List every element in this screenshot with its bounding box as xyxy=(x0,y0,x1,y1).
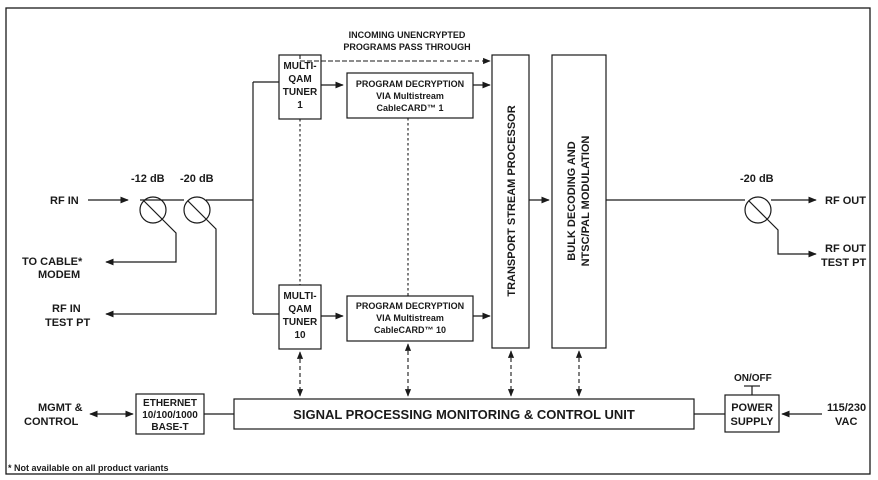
rf-out-test-label: RF OUT TEST PT xyxy=(821,243,867,269)
coupler-2-icon xyxy=(183,196,211,224)
coupler-out-icon xyxy=(744,196,772,224)
tuner-1-label: MULTI- QAM TUNER 1 xyxy=(283,61,318,111)
tsp-label: TRANSPORT STREAM PROCESSOR xyxy=(506,105,518,296)
svg-text:BASE-T: BASE-T xyxy=(151,422,188,433)
cable-modem-label: TO CABLE* MODEM xyxy=(22,256,83,281)
atten-2-label: -20 dB xyxy=(180,173,214,185)
rf-out-label: RF OUT xyxy=(825,195,866,207)
decrypt-1-label: PROGRAM DECRYPTION VIA Multistream Cable… xyxy=(356,79,464,113)
tsp-box xyxy=(491,54,530,349)
svg-text:MULTI-: MULTI- xyxy=(283,291,316,302)
onoff-switch-icon xyxy=(744,385,760,395)
svg-text:RF IN: RF IN xyxy=(52,303,81,315)
decrypt-10-label: PROGRAM DECRYPTION VIA Multistream Cable… xyxy=(356,301,464,335)
svg-text:TO CABLE*: TO CABLE* xyxy=(22,256,83,268)
svg-text:RF OUT: RF OUT xyxy=(825,243,866,255)
svg-text:TEST PT: TEST PT xyxy=(821,257,867,269)
svg-text:QAM: QAM xyxy=(288,304,311,315)
vac-label: 115/230 VAC xyxy=(827,402,866,428)
svg-text:VIA Multistream: VIA Multistream xyxy=(376,313,444,323)
svg-text:MULTI-: MULTI- xyxy=(283,61,316,72)
rf-in-label: RF IN xyxy=(50,195,79,207)
svg-text:10/100/1000: 10/100/1000 xyxy=(142,410,198,421)
rf-out-test-tap xyxy=(766,218,817,258)
atten-1-label: -12 dB xyxy=(131,173,165,185)
cable-modem-tap xyxy=(105,218,177,266)
svg-text:TUNER: TUNER xyxy=(283,317,318,328)
onoff-label: ON/OFF xyxy=(734,373,772,384)
bulk-box xyxy=(551,54,607,349)
svg-text:QAM: QAM xyxy=(288,74,311,85)
bulk-label: BULK DECODING AND NTSC/PAL MODULATION xyxy=(566,136,592,267)
svg-text:POWER: POWER xyxy=(731,402,773,414)
svg-text:CableCARD™ 10: CableCARD™ 10 xyxy=(374,325,446,335)
svg-text:INCOMING UNENCRYPTED: INCOMING UNENCRYPTED xyxy=(349,30,466,40)
power-label: POWER SUPPLY xyxy=(730,402,774,428)
tuner-10-label: MULTI- QAM TUNER 10 xyxy=(283,291,318,341)
svg-text:MGMT &: MGMT & xyxy=(38,402,83,414)
svg-text:RF IN: RF IN xyxy=(50,195,79,207)
rf-in-test-tap xyxy=(105,218,217,318)
footnote: * Not available on all product variants xyxy=(8,463,169,473)
spmcu-box xyxy=(233,398,695,430)
decrypt-10-box xyxy=(346,295,474,342)
passthrough-line-a xyxy=(299,55,437,62)
svg-text:NTSC/PAL MODULATION: NTSC/PAL MODULATION xyxy=(580,136,592,267)
spmcu-label: SIGNAL PROCESSING MONITORING & CONTROL U… xyxy=(293,407,635,422)
svg-text:MODEM: MODEM xyxy=(38,269,80,281)
svg-text:115/230: 115/230 xyxy=(827,402,866,414)
tuner-1-box xyxy=(278,54,322,120)
svg-text:VIA Multistream: VIA Multistream xyxy=(376,91,444,101)
svg-text:CONTROL: CONTROL xyxy=(24,416,79,428)
svg-text:10: 10 xyxy=(294,330,306,341)
mgmt-label: MGMT & CONTROL xyxy=(24,402,83,428)
svg-text:TUNER: TUNER xyxy=(283,87,318,98)
power-box xyxy=(724,394,780,433)
svg-text:VAC: VAC xyxy=(835,416,857,428)
ethernet-label: ETHERNET 10/100/1000 BASE-T xyxy=(142,398,198,433)
svg-text:1: 1 xyxy=(297,100,303,111)
svg-text:TEST PT: TEST PT xyxy=(45,317,91,329)
decrypt-1-box xyxy=(346,72,474,119)
atten-out-label: -20 dB xyxy=(740,173,774,185)
svg-text:ETHERNET: ETHERNET xyxy=(143,398,197,409)
svg-text:CableCARD™ 1: CableCARD™ 1 xyxy=(376,103,443,113)
svg-text:PROGRAM DECRYPTION: PROGRAM DECRYPTION xyxy=(356,301,464,311)
svg-text:BULK DECODING AND: BULK DECODING AND xyxy=(566,141,578,260)
rf-in-test-label: RF IN TEST PT xyxy=(45,303,91,329)
svg-text:SUPPLY: SUPPLY xyxy=(730,416,774,428)
passthrough-label: INCOMING UNENCRYPTED PROGRAMS PASS THROU… xyxy=(343,30,470,52)
ethernet-box xyxy=(135,393,205,435)
svg-text:PROGRAM DECRYPTION: PROGRAM DECRYPTION xyxy=(356,79,464,89)
svg-text:PROGRAMS PASS THROUGH: PROGRAMS PASS THROUGH xyxy=(343,42,470,52)
coupler-1-icon xyxy=(139,196,167,224)
